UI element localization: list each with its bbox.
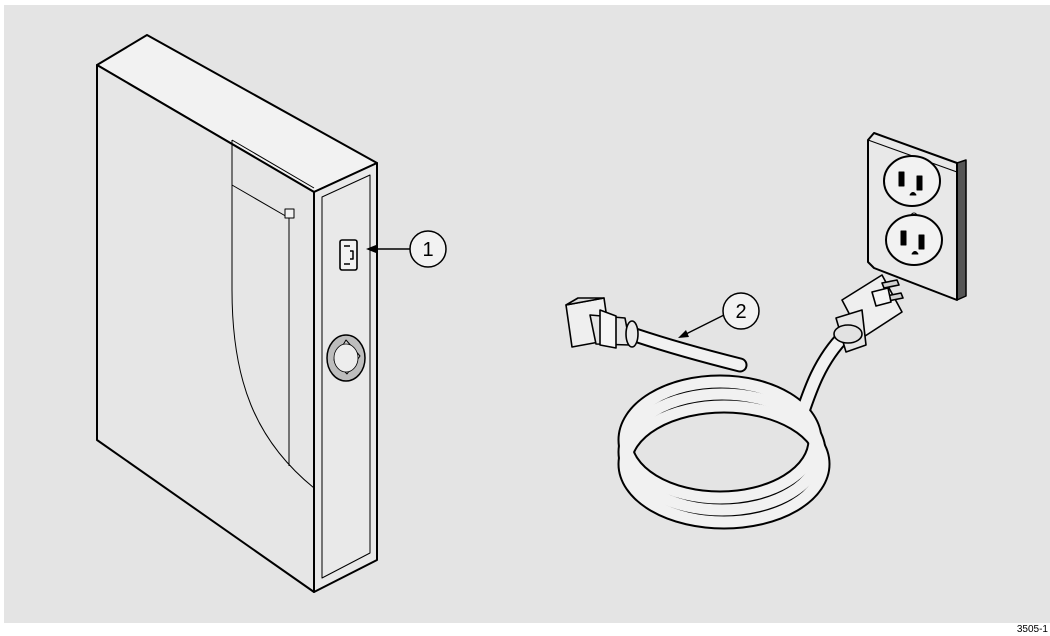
- receptacle-lower: [885, 214, 943, 266]
- callout-1-arrowhead: [366, 245, 376, 253]
- figure-id: 3505-1: [1016, 624, 1048, 635]
- callout-2: 2: [678, 292, 760, 338]
- callout-2-leader: [683, 314, 725, 336]
- outlet-plate-side: [956, 159, 967, 301]
- side-door-outline: [231, 140, 315, 489]
- power-cord: [617, 327, 853, 530]
- callout-2-arrowhead: [678, 330, 689, 338]
- power-button: [326, 334, 366, 382]
- cord-device-connector: [565, 297, 639, 349]
- callout-1: 1: [366, 230, 447, 268]
- cord-wall-plug: [833, 274, 904, 353]
- illustration-panel: 1 2: [4, 5, 1050, 623]
- callout-2-label: 2: [735, 301, 746, 323]
- network-device: [96, 34, 378, 593]
- callout-1-label: 1: [422, 239, 433, 261]
- wall-outlet: [867, 132, 967, 301]
- side-door-latch: [284, 208, 295, 219]
- receptacle-upper: [883, 155, 941, 207]
- power-connector: [339, 239, 358, 271]
- callout-2-circle: [722, 292, 760, 330]
- device-front-bezel: [321, 174, 371, 579]
- callout-1-circle: [409, 230, 447, 268]
